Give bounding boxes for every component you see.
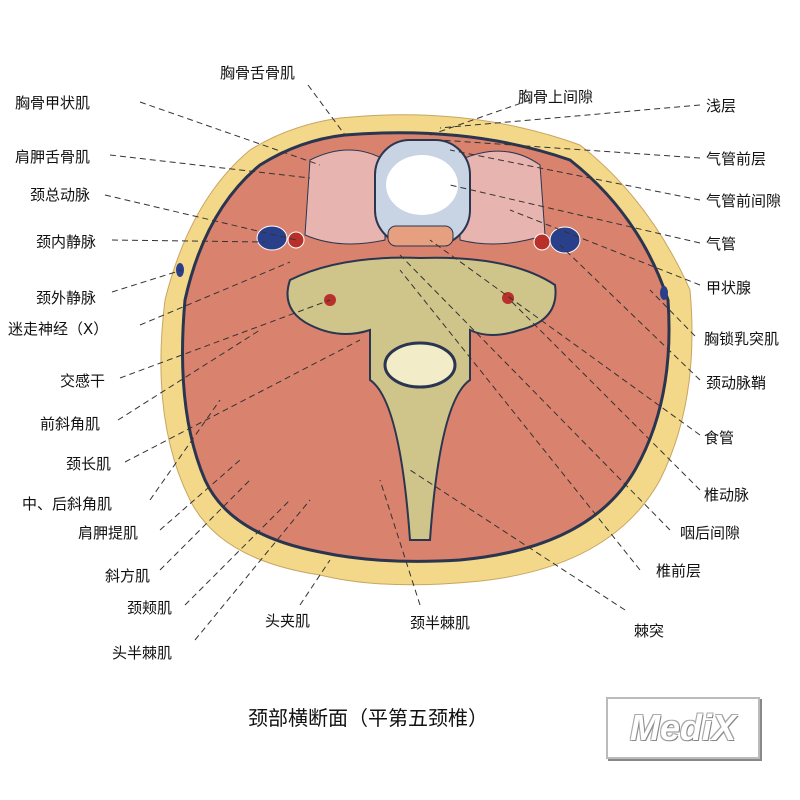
- label-sternohyoid: 胸骨舌骨肌: [220, 64, 296, 82]
- vertebra: [286, 256, 557, 541]
- figure-title: 颈部横断面（平第五颈椎）: [248, 706, 488, 730]
- spinal-cord: [383, 341, 457, 389]
- label-pretracheal-layer: 气管前层: [706, 150, 767, 168]
- esophagus: [387, 225, 454, 247]
- carotid-artery-left: [287, 231, 305, 249]
- label-retropharyngeal-space: 咽后间隙: [680, 524, 741, 542]
- label-prevertebral-layer: 椎前层: [656, 562, 702, 580]
- external-jugular-vein-right: [660, 286, 668, 300]
- label-esophagus: 食管: [704, 429, 735, 447]
- label-sympathetic-trunk: 交感干: [60, 372, 106, 390]
- label-sternocleidomastoid: 胸锁乳突肌: [704, 330, 780, 348]
- label-internal-jugular: 颈内静脉: [36, 233, 97, 251]
- label-middle-posterior-scalene: 中、后斜角肌: [22, 495, 113, 513]
- trachea-lumen: [386, 155, 458, 215]
- label-vagus: 迷走神经（Ⅹ）: [8, 320, 109, 338]
- label-semispinalis-capitis: 头半棘肌: [112, 644, 173, 662]
- label-pretracheal-space: 气管前间隙: [706, 192, 782, 210]
- internal-jugular-vein-right: [549, 226, 581, 254]
- label-spinous-process: 棘突: [634, 622, 665, 640]
- label-trapezius: 斜方肌: [105, 567, 151, 585]
- carotid-artery-right: [533, 233, 551, 251]
- thyroid-left: [304, 149, 386, 245]
- label-semispinalis-cervicis: 颈半棘肌: [410, 614, 471, 632]
- label-common-carotid: 颈总动脉: [30, 186, 91, 204]
- label-suprasternal-space: 胸骨上间隙: [518, 88, 594, 106]
- label-superficial-layer: 浅层: [706, 97, 737, 115]
- watermark-text: MediX: [629, 707, 736, 748]
- label-longus-colli: 颈长肌: [66, 455, 112, 473]
- label-vertebral-artery: 椎动脉: [704, 486, 750, 504]
- external-jugular-vein-left: [176, 263, 184, 277]
- label-omohyoid: 肩胛舌骨肌: [15, 148, 91, 166]
- label-splenius-cervicis: 颈颊肌: [127, 599, 173, 617]
- label-thyroid: 甲状腺: [706, 279, 752, 297]
- watermark-logo: MediX: [606, 697, 760, 759]
- label-external-jugular: 颈外静脉: [36, 289, 97, 307]
- vertebral-artery-right: [502, 292, 514, 304]
- label-anterior-scalene: 前斜角肌: [40, 415, 101, 433]
- label-sternothyroid: 胸骨甲状肌: [15, 94, 91, 112]
- label-levator-scapulae: 肩胛提肌: [78, 524, 139, 542]
- leader-lines: [104, 84, 701, 641]
- internal-jugular-vein-left: [256, 225, 288, 251]
- label-trachea: 气管: [706, 235, 737, 253]
- label-carotid-sheath: 颈动脉鞘: [706, 374, 767, 392]
- label-splenius-capitis: 头夹肌: [265, 612, 311, 630]
